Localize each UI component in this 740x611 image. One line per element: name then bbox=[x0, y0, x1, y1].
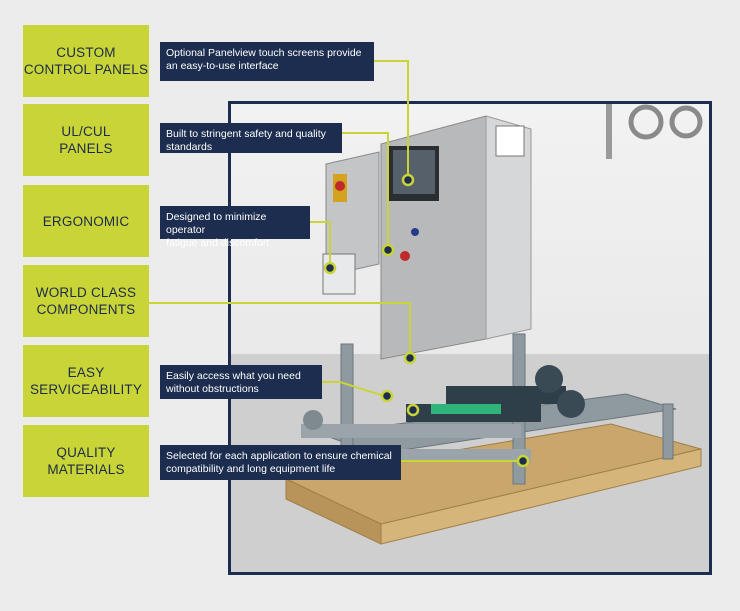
side-panel bbox=[322, 151, 380, 295]
callout-quality-materials: Selected for each application to ensure … bbox=[160, 445, 401, 480]
equipment-photo bbox=[228, 101, 712, 575]
callout-ergonomic: Designed to minimize operator fatigue an… bbox=[160, 206, 310, 249]
chemical-skid-illustration bbox=[231, 104, 709, 572]
callout-control-panels: Optional Panelview touch screens provide… bbox=[160, 42, 374, 81]
pumps bbox=[301, 365, 585, 462]
stainless-enclosure bbox=[380, 115, 532, 360]
feature-label-easy-serviceability: EASY SERVICEABILITY bbox=[23, 345, 149, 417]
feature-label-ul-cul-panels: UL/CUL PANELS bbox=[23, 104, 149, 176]
feature-label-quality-materials: QUALITY MATERIALS bbox=[23, 425, 149, 497]
wood-pallet bbox=[284, 423, 702, 545]
callout-ul-cul: Built to stringent safety and quality st… bbox=[160, 123, 342, 153]
feature-label-custom-control-panels: CUSTOM CONTROL PANELS bbox=[23, 25, 149, 97]
feature-label-world-class-components: WORLD CLASS COMPONENTS bbox=[23, 265, 149, 337]
callout-serviceability: Easily access what you need without obst… bbox=[160, 365, 322, 399]
feature-label-ergonomic: ERGONOMIC bbox=[23, 185, 149, 257]
